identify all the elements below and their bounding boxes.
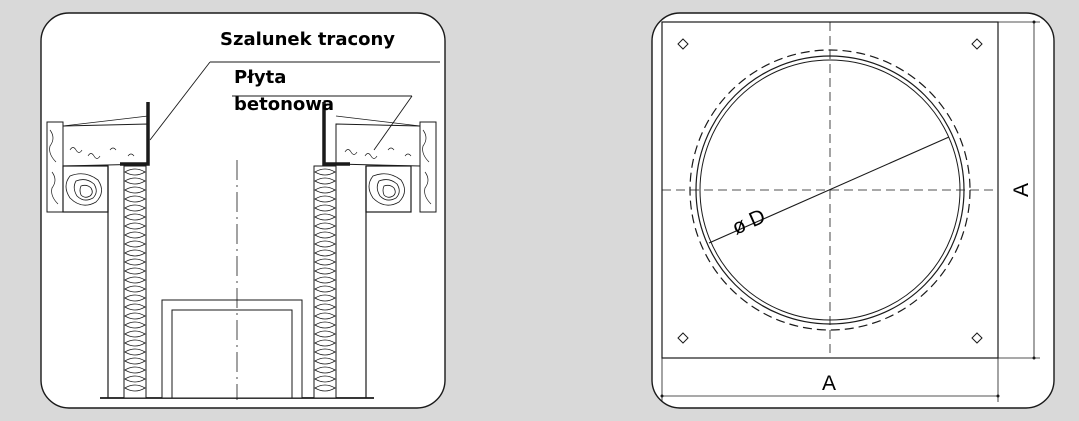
- diameter-dimension-line: [708, 136, 950, 244]
- insulation-wool-segment: [124, 249, 146, 257]
- insulation-wool-segment: [124, 231, 146, 239]
- insulation-wool-segment: [124, 276, 146, 284]
- insulation-wool-segment: [124, 312, 146, 320]
- insulation-wool-segment: [314, 177, 336, 185]
- right-panel-frame: [651, 12, 1055, 409]
- height-dimension: [998, 20, 1040, 360]
- insulation-wool-segment: [314, 231, 336, 239]
- insulation-wool-segment: [124, 258, 146, 266]
- insulation-wool-segment: [124, 357, 146, 365]
- insulation-wool-segment: [314, 249, 336, 257]
- wood-beam-left: [62, 165, 109, 213]
- insulation-wool-segment: [124, 267, 146, 275]
- insulation-wool-segment: [314, 276, 336, 284]
- insulation-wool-segment: [124, 375, 146, 383]
- inner-fitting: [161, 299, 303, 399]
- insulation-wool-segment: [314, 294, 336, 302]
- insulation-wool-segment: [124, 177, 146, 185]
- insulation-wool-segment: [314, 366, 336, 374]
- insulation-wool-segment: [124, 366, 146, 374]
- wood-board-right: [419, 121, 437, 213]
- insulation-wool-segment: [124, 339, 146, 347]
- label-lost-formwork: Szalunek tracony: [220, 29, 395, 50]
- insulation-wool-segment: [314, 375, 336, 383]
- insulation-wool-segment: [124, 213, 146, 221]
- lost-formwork-left: [120, 102, 150, 166]
- insulation-wool-segment: [314, 312, 336, 320]
- width-label: A: [822, 372, 836, 395]
- insulation-wool-segment: [314, 330, 336, 338]
- insulation-wool-segment: [124, 384, 146, 392]
- insulation-wool-segment: [124, 285, 146, 293]
- lost-formwork-right: [322, 102, 350, 166]
- insulation-wool-segment: [314, 213, 336, 221]
- insulation-wool-segment: [314, 240, 336, 248]
- insulation-wool-segment: [314, 267, 336, 275]
- height-label: A: [1010, 183, 1033, 197]
- insulation-wool-segment: [124, 330, 146, 338]
- insulation-wool-segment: [314, 204, 336, 212]
- insulation-wool-segment: [314, 321, 336, 329]
- insulation-wool-segment: [124, 195, 146, 203]
- insulation-wool-segment: [314, 303, 336, 311]
- insulation-wool-segment: [124, 186, 146, 194]
- corner-diamond-markers: [677, 38, 983, 344]
- insulation-wool-segment: [124, 348, 146, 356]
- insulation-wool-segment: [314, 186, 336, 194]
- left-panel: Szalunek tracony Płyta betonowa: [40, 12, 446, 409]
- insulation-left: [123, 165, 147, 399]
- flue-inner-walls: [145, 166, 315, 398]
- insulation-wool-segment: [124, 168, 146, 176]
- label-concrete-slab-line1: Płyta: [234, 67, 286, 88]
- leader-lines: [149, 61, 440, 151]
- insulation-wool-segment: [314, 168, 336, 176]
- insulation-wool-segment: [314, 285, 336, 293]
- insulation-wool-segment: [314, 348, 336, 356]
- label-concrete-slab-line2: betonowa: [234, 94, 334, 115]
- right-panel: ø D A A: [651, 12, 1055, 409]
- insulation-wool-segment: [124, 294, 146, 302]
- insulation-wool-segment: [124, 303, 146, 311]
- insulation-wool-segment: [124, 240, 146, 248]
- insulation-wool-segment: [124, 321, 146, 329]
- insulation-wool-segment: [314, 222, 336, 230]
- insulation-wool-segment: [124, 222, 146, 230]
- insulation-right: [313, 165, 337, 399]
- insulation-wool-segment: [314, 258, 336, 266]
- insulation-wool-segment: [314, 384, 336, 392]
- insulation-wool-segment: [314, 357, 336, 365]
- wood-beam-right: [365, 165, 412, 213]
- insulation-wool-segment: [314, 339, 336, 347]
- insulation-wool-segment: [124, 204, 146, 212]
- width-dimension: [660, 358, 1000, 402]
- insulation-wool-segment: [314, 195, 336, 203]
- wood-board-left: [46, 121, 64, 213]
